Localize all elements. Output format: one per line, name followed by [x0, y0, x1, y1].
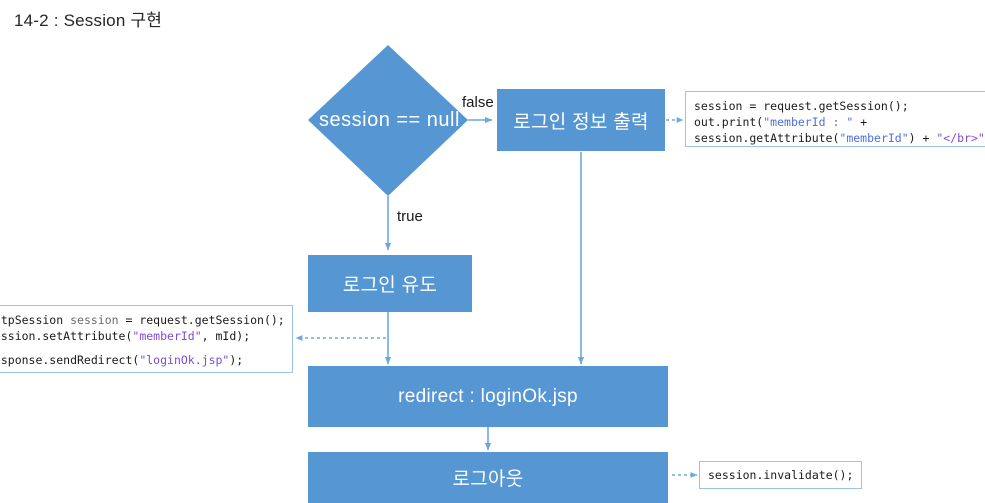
code-line-3-string-2: "</br>" — [936, 131, 985, 145]
code-line-3-string-1: "memberId" — [839, 131, 909, 145]
code-left-line-2b: , mId); — [201, 329, 251, 343]
edge-label-true: true — [397, 208, 423, 225]
code-left-line-3-string: "loginOk.jsp" — [139, 353, 230, 367]
page-title: 14-2 : Session 구현 — [14, 11, 163, 30]
code-left-line-1-rest: = request.getSession(); — [125, 313, 285, 327]
code-left-line-1-type: HttpSession — [0, 313, 64, 327]
code-box-set-session: HttpSession session = request.getSession… — [0, 305, 293, 373]
code-left-line-1-var: session — [63, 313, 126, 327]
node-redirect-label: redirect : loginOk.jsp — [398, 385, 578, 407]
code-line-1: session = request.getSession(); — [694, 99, 909, 113]
node-redirect[interactable]: redirect : loginOk.jsp — [308, 366, 668, 427]
node-print-login-info-label: 로그인 정보 출력 — [513, 111, 649, 133]
node-print-login-info[interactable]: 로그인 정보 출력 — [497, 89, 665, 151]
code-line-3b: ) + — [908, 131, 937, 145]
code-box-print-session: session = request.getSession(); out.prin… — [685, 91, 985, 147]
code-left-line-2-string: "memberId" — [132, 329, 202, 343]
code-left-line-2a: session.setAttribute( — [0, 329, 133, 343]
code-left-blank-line — [0, 344, 284, 352]
node-logout-label: 로그아웃 — [452, 469, 524, 490]
node-induce-login-label: 로그인 유도 — [342, 275, 438, 296]
code-left-line-3a: response.sendRedirect( — [0, 353, 140, 367]
code-invalidate-line: session.invalidate(); — [708, 468, 854, 482]
code-box-invalidate: session.invalidate(); — [699, 461, 862, 489]
edge-label-false: false — [462, 94, 494, 111]
node-logout[interactable]: 로그아웃 — [308, 452, 668, 503]
code-line-2b: + — [853, 115, 868, 129]
code-left-line-3b: ); — [229, 353, 244, 367]
code-line-2-string: "memberId : " — [763, 115, 854, 129]
code-line-2a: out.print( — [694, 115, 764, 129]
node-induce-login[interactable]: 로그인 유도 — [308, 255, 472, 312]
code-line-3a: session.getAttribute( — [694, 131, 840, 145]
decision-label: session == null — [319, 109, 460, 131]
